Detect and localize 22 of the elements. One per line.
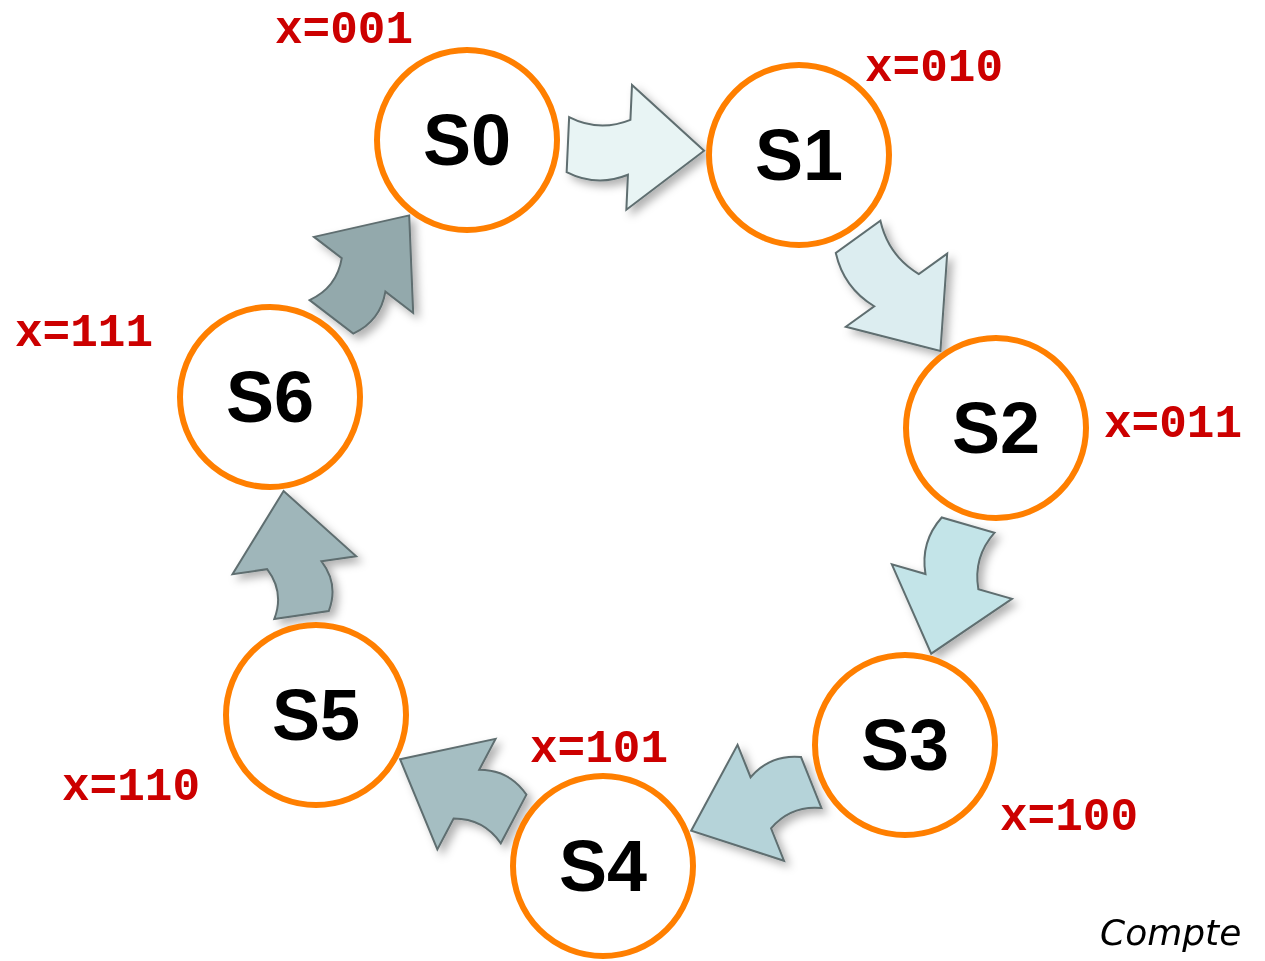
- caption-text: Compte: [1100, 912, 1242, 953]
- block-arrow: [690, 743, 823, 862]
- state-name: S5: [271, 674, 361, 756]
- state-name: S2: [951, 387, 1041, 469]
- block-arrow: [834, 219, 949, 352]
- state-code-label: x=111: [15, 311, 154, 357]
- state-name: S4: [558, 825, 648, 907]
- state-name: S1: [754, 114, 844, 196]
- state-code-label: x=110: [62, 765, 201, 811]
- state-name: S0: [422, 99, 512, 181]
- state-code-label: x=001: [275, 8, 414, 54]
- state-code-label: x=100: [1000, 795, 1139, 841]
- state-code-label: x=010: [865, 46, 1004, 92]
- block-arrow: [308, 214, 415, 335]
- state-code-label: x=011: [1104, 402, 1243, 448]
- state-code-label: x=101: [530, 727, 669, 773]
- state-name: S6: [225, 356, 315, 438]
- block-arrow: [565, 83, 706, 211]
- block-arrow: [399, 737, 528, 851]
- state-name: S3: [860, 704, 950, 786]
- block-arrow: [231, 490, 358, 620]
- block-arrow: [890, 516, 1013, 655]
